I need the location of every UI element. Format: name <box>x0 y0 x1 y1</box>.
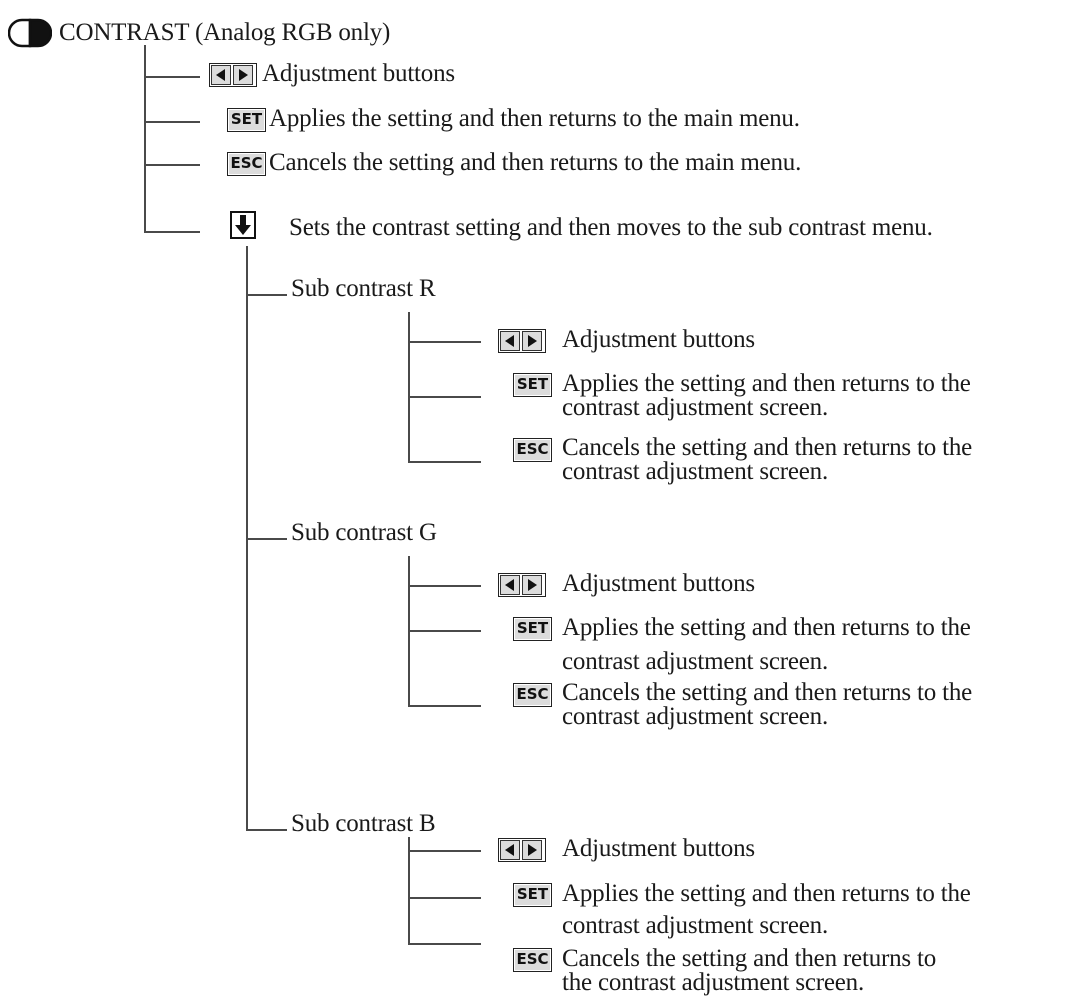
left-right-arrow-buttons-icon <box>498 329 546 353</box>
sub-r-set-description-line2: contrast adjustment screen. <box>562 394 829 421</box>
esc-key-icon: ESC <box>513 948 552 972</box>
branch-line <box>408 461 481 463</box>
branch-line <box>408 705 481 707</box>
branch-line <box>408 630 481 632</box>
sub-contrast-r-label: Sub contrast R <box>291 275 436 302</box>
branch-line <box>408 341 481 343</box>
sub-b-set-description-line1: Applies the setting and then returns to … <box>562 880 971 907</box>
sub-g-esc-description-line2: contrast adjustment screen. <box>562 703 829 730</box>
branch-line <box>246 538 287 540</box>
sub-contrast-b-label: Sub contrast B <box>291 810 436 837</box>
sub-r-arrows-description: Adjustment buttons <box>562 326 755 353</box>
menu-title: CONTRAST (Analog RGB only) <box>59 19 391 46</box>
sub-g-set-description-line1: Applies the setting and then returns to … <box>562 614 971 641</box>
left-right-arrow-buttons-icon <box>498 573 546 597</box>
tree-trunk <box>408 837 410 944</box>
sub-g-arrows-description: Adjustment buttons <box>562 570 755 597</box>
set-key-icon: SET <box>513 617 552 641</box>
sub-r-set-description-line1: Applies the setting and then returns to … <box>562 370 971 397</box>
left-right-arrow-buttons-icon <box>498 838 546 862</box>
branch-line <box>408 943 481 945</box>
sub-b-esc-description-line2: the contrast adjustment screen. <box>562 969 865 996</box>
branch-line <box>408 850 481 852</box>
tree-trunk <box>408 312 410 462</box>
branch-line <box>408 396 481 398</box>
tree-trunk <box>144 45 146 232</box>
sub-r-esc-description-line2: contrast adjustment screen. <box>562 458 829 485</box>
set-key-icon: SET <box>513 373 552 397</box>
top-down-description: Sets the contrast setting and then moves… <box>289 214 933 241</box>
branch-line <box>408 897 481 899</box>
sub-contrast-g-label: Sub contrast G <box>291 519 437 546</box>
branch-line <box>246 294 287 296</box>
left-right-arrow-buttons-icon <box>209 63 257 87</box>
sub-b-set-description-line2: contrast adjustment screen. <box>562 912 829 939</box>
esc-key-icon: ESC <box>513 438 552 462</box>
branch-line <box>144 76 200 78</box>
branch-line <box>144 121 200 123</box>
branch-line <box>246 829 287 831</box>
sub-g-esc-description-line1: Cancels the setting and then returns to … <box>562 679 973 706</box>
branch-line <box>144 164 200 166</box>
set-key-icon: SET <box>227 108 266 132</box>
sub-r-esc-description-line1: Cancels the setting and then returns to … <box>562 434 973 461</box>
down-arrow-key-icon <box>230 211 256 239</box>
sub-b-arrows-description: Adjustment buttons <box>562 835 755 862</box>
branch-line <box>144 231 200 233</box>
top-esc-description: Cancels the setting and then returns to … <box>269 149 802 176</box>
contrast-icon <box>7 17 53 49</box>
top-set-description: Applies the setting and then returns to … <box>269 105 800 132</box>
esc-key-icon: ESC <box>227 152 266 176</box>
top-arrows-description: Adjustment buttons <box>262 60 455 87</box>
branch-line <box>408 585 481 587</box>
sub-g-set-description-line2: contrast adjustment screen. <box>562 648 829 675</box>
esc-key-icon: ESC <box>513 683 552 707</box>
set-key-icon: SET <box>513 883 552 907</box>
